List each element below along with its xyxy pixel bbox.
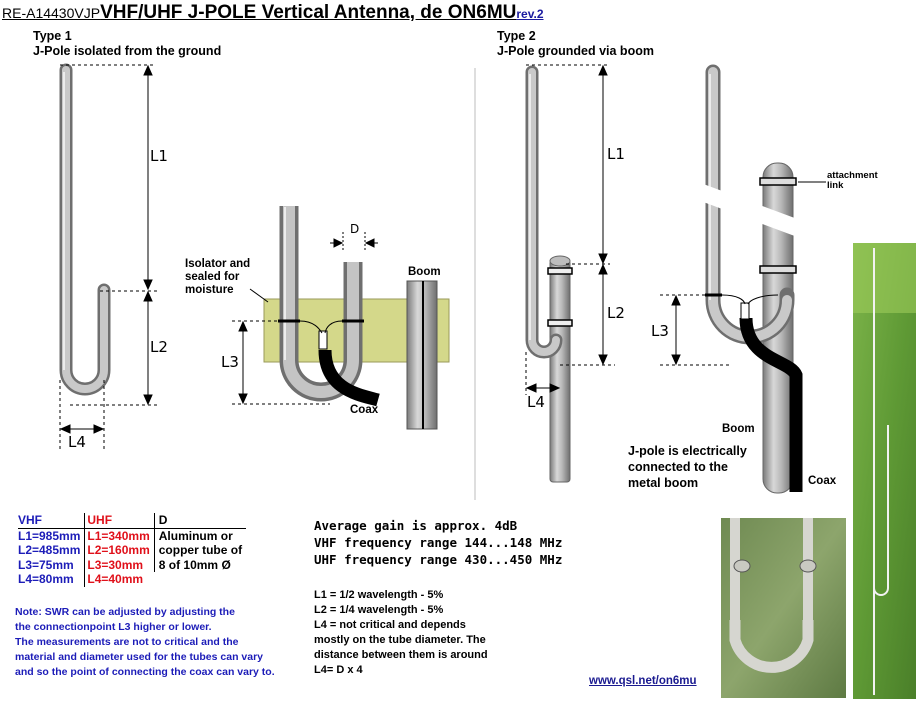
boom-label: Boom	[408, 266, 441, 278]
electrical-callout-line2: connected to the	[628, 460, 729, 474]
type2-description: J-Pole grounded via boom	[497, 44, 654, 58]
vhf-header: VHF	[18, 513, 85, 529]
type1-description: J-Pole isolated from the ground	[33, 44, 222, 58]
attachment-callout-line1: attachment	[827, 170, 878, 181]
vhf-l1: L1=985mm	[18, 528, 81, 543]
isolator-callout: Isolator and sealed for moisture	[185, 258, 250, 297]
type2-l2-label: L2	[607, 304, 625, 322]
uhf-l2: L2=160mm	[84, 543, 155, 558]
uhf-range-text: UHF frequency range 430...450 MHz	[314, 552, 563, 567]
type2-l3-label: L3	[651, 322, 669, 340]
uhf-l1: L1=340mm	[84, 528, 155, 543]
d-note-line2: copper tube of	[158, 543, 243, 557]
note-line3: The measurements are not to critical and…	[15, 636, 239, 648]
formula-l4-line3: distance between them is around	[314, 649, 488, 661]
coax2-label: Coax	[808, 475, 837, 487]
uhf-header: UHF	[84, 513, 155, 529]
table-row: L1=985mm L1=340mm Aluminum or copper tub…	[18, 528, 247, 572]
coax-label: Coax	[350, 404, 379, 416]
note-line2: the connectionpoint L3 higher or lower.	[15, 621, 212, 633]
formula-l4-line4: L4= D x 4	[314, 664, 363, 676]
uhf-l4: L4=40mm	[84, 572, 155, 587]
vhf-l4: L4=80mm	[18, 572, 74, 586]
type2-detail-dimension-lines	[660, 181, 826, 366]
isolator-l3-label: L3	[221, 353, 239, 371]
jpole-garden-photo	[853, 243, 916, 699]
attachment-link-callout: attachment link	[827, 171, 878, 191]
attachment-callout-line2: link	[827, 180, 844, 191]
note-line1: Note: SWR can be adjusted by adjusting t…	[15, 606, 235, 618]
table-header-row: VHF UHF D	[18, 513, 247, 529]
type2-l4-label: L4	[527, 393, 545, 411]
type2-dimension-lines	[525, 64, 615, 395]
table-row: L2=485mm L2=160mm	[18, 543, 246, 558]
vhf-l3: L3=75mm	[18, 557, 74, 572]
d-note-line1: Aluminum or	[158, 528, 233, 543]
empty-cell	[154, 572, 246, 587]
d-header: D	[153, 513, 247, 529]
type2-l1-label: L1	[607, 145, 625, 163]
gain-text: Average gain is approx. 4dB	[314, 518, 518, 533]
specs-block: Average gain is approx. 4dB VHF frequenc…	[314, 517, 562, 568]
isolator-callout-line3: moisture	[185, 284, 234, 296]
formula-l4-line1: L4 = not critical and depends	[314, 619, 466, 631]
type1-dimension-lines	[59, 64, 160, 450]
document-code: RE-A14430VJP	[2, 5, 101, 21]
type1-jpole-drawing	[59, 63, 111, 396]
formulas-block: L1 = 1/2 wavelength - 5% L2 = 1/4 wavele…	[314, 588, 488, 678]
d-note-line3: 8 of 10mm Ø	[158, 557, 231, 572]
revision-link[interactable]: rev.2	[516, 7, 544, 21]
isolator-callout-line2: sealed for	[185, 271, 240, 283]
isolator-jpole-drawing	[276, 200, 380, 407]
type1-caption: Type 1 J-Pole isolated from the ground	[33, 29, 221, 59]
formula-l4-line2: mostly on the tube diameter. The	[314, 634, 486, 646]
type1-label: Type 1	[33, 29, 72, 43]
table-row: L4=80mm L4=40mm	[18, 572, 246, 587]
note-line4: material and diameter used for the tubes…	[15, 651, 264, 663]
electrical-callout-line1: J-pole is electrically	[628, 444, 747, 458]
type1-l2-label: L2	[150, 338, 168, 356]
diameter-label: D	[350, 222, 360, 236]
type2-jpole-drawing	[525, 65, 573, 483]
electrical-callout: J-pole is electrically connected to the …	[628, 443, 747, 491]
d-note: Aluminum or copper tube of 8 of 10mm Ø	[153, 528, 247, 572]
swr-note: Note: SWR can be adjusted by adjusting t…	[15, 605, 275, 680]
type2-label: Type 2	[497, 29, 536, 43]
boom2-label: Boom	[722, 423, 755, 435]
electrical-callout-line3: metal boom	[628, 476, 699, 490]
dimensions-table: VHF UHF D L1=985mm L1=340mm Aluminum or …	[18, 513, 247, 587]
type2-detail-drawing	[698, 64, 803, 494]
type1-l4-label: L4	[68, 433, 86, 451]
note-line5: and so the point of connecting the coax …	[15, 666, 275, 678]
title-text: VHF/UHF J-POLE Vertical Antenna, de ON6M…	[100, 2, 517, 23]
formula-l1: L1 = 1/2 wavelength - 5%	[314, 589, 444, 601]
type2-caption: Type 2 J-Pole grounded via boom	[497, 29, 654, 59]
page-title: RE-A14430VJPVHF/UHF J-POLE Vertical Ante…	[2, 2, 544, 24]
jpole-closeup-photo	[721, 518, 846, 698]
vhf-range-text: VHF frequency range 144...148 MHz	[314, 535, 563, 550]
isolator-callout-line1: Isolator and	[185, 258, 251, 270]
boom-drawing	[406, 280, 438, 430]
formula-l2: L2 = 1/4 wavelength - 5%	[314, 604, 444, 616]
website-link[interactable]: www.qsl.net/on6mu	[589, 675, 697, 687]
isolator-dimension-lines	[232, 232, 378, 405]
vhf-l2: L2=485mm	[18, 543, 81, 557]
type1-l1-label: L1	[150, 147, 168, 165]
uhf-l3: L3=30mm	[84, 557, 155, 572]
table-row: L3=75mm L3=30mm	[18, 557, 246, 572]
